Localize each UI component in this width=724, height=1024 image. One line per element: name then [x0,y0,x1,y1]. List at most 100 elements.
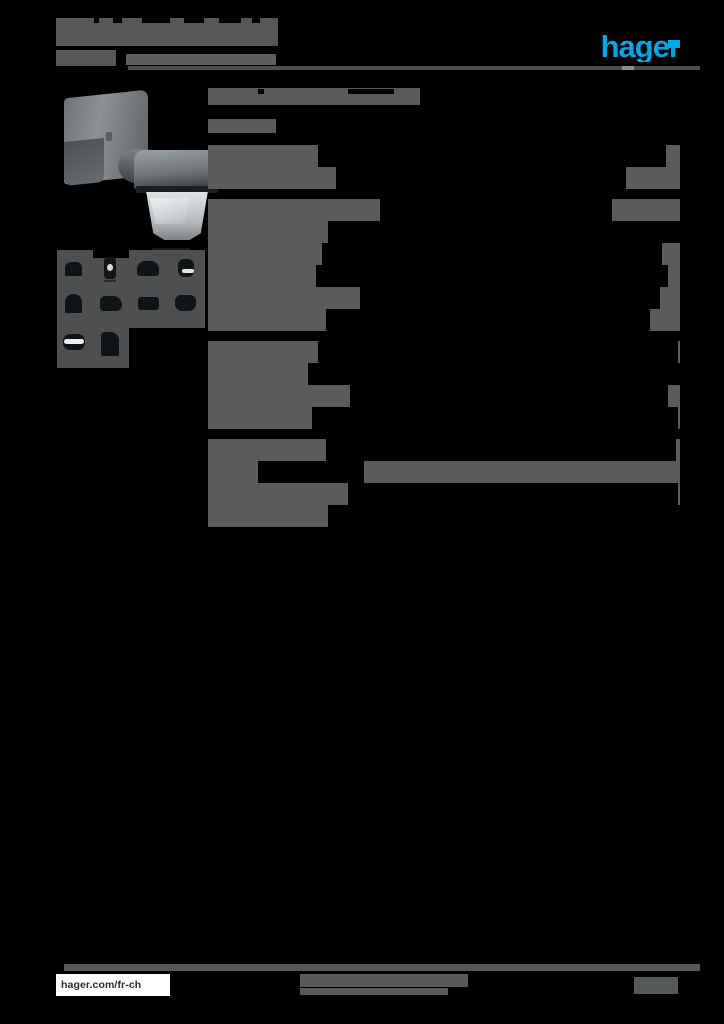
table-row-value [308,363,680,385]
footer-note-secondary [300,988,448,995]
pictogram-9 [62,332,88,356]
header-divider [56,66,700,70]
pictogram-5-glyph [65,294,82,313]
table-row-value [328,221,724,243]
page-subtitle [56,50,116,70]
product-backplate-screw [106,132,112,141]
table-row-label [208,170,266,185]
divider-gap [56,66,128,70]
spec-block-3 [208,341,680,429]
pictogram-7 [137,296,163,320]
title-notch-2 [113,18,122,23]
pictogram-10 [99,331,125,356]
table-row [208,265,680,287]
pictogram-3 [136,258,162,282]
hager-logo: hager [600,32,680,62]
spec-heading-notch-1 [258,89,264,94]
table-row [208,461,680,483]
table-row-label [208,246,272,261]
pictogram-1 [62,258,88,282]
table-row-label [208,486,270,501]
footer-page-number-cut [634,972,678,977]
table-row [208,167,680,189]
table-row [208,145,680,167]
spec-subheading [208,119,276,133]
pictogram-8-glyph [175,295,196,311]
footer-divider [56,964,700,971]
table-row-label [208,464,264,479]
title-notch-1 [94,18,99,23]
table-row [208,439,680,461]
table-row-value [326,309,650,331]
table-row-value [380,199,612,221]
product-image [56,88,220,254]
table-row-value [322,243,662,265]
table-row [208,221,724,243]
footer-divider-gap [56,964,64,971]
footer-note [300,974,468,987]
pictogram-2 [98,256,124,282]
table-row-value [316,265,668,287]
table-row-label [208,312,258,327]
table-row-label [208,442,252,457]
table-row-label [208,508,246,523]
pictogram-5 [62,292,88,316]
table-row-label [208,148,280,163]
pictogram-4 [175,257,201,281]
title-notch-6 [252,18,260,23]
table-row [208,407,680,429]
table-row [208,363,680,385]
table-row-value [258,461,364,483]
title-notch-4 [184,18,204,23]
pictogram-10-glyph [101,332,119,356]
pictogram-6 [99,294,125,318]
pictogram-4-bar [182,269,194,273]
table-row-value [326,439,676,461]
table-row-value [312,407,678,429]
footer-page-number [634,972,678,994]
pictogram-8 [174,293,200,317]
page-header: hager [56,16,680,70]
spec-body [208,145,724,527]
pictogram-9-bar [64,339,84,344]
table-row-label [208,366,268,381]
pictogram-panel-notch [93,250,129,258]
table-row [208,287,680,309]
product-lens-highlight [150,198,190,224]
table-row-label [208,410,256,425]
table-row-value [348,483,678,505]
table-row-label [208,268,254,283]
pictogram-2-dot [107,264,113,271]
table-row [208,199,680,221]
spec-heading-notch-2 [348,89,394,94]
table-row-label [208,202,274,217]
pictogram-3-glyph [137,261,159,276]
pictogram-7-glyph [138,297,159,310]
pictogram-2-base [104,280,116,282]
table-row [208,243,680,265]
logo-accent [668,40,680,48]
table-row-value [318,341,678,363]
pictogram-4-glyph [178,259,194,277]
spec-heading-notch-3 [440,89,456,94]
spec-block-1 [208,145,680,189]
specification-table [208,88,724,537]
table-row-label [208,388,262,403]
spec-block-2 [208,199,724,331]
table-row-value [318,145,666,167]
spec-block-4 [208,439,680,527]
footer-url[interactable]: hager.com/fr-ch [56,974,170,996]
table-row-value [350,385,668,407]
table-row-value [336,167,626,189]
table-row-label [208,290,266,305]
product-backplate-shadow [64,137,104,187]
table-row [208,505,680,527]
table-row [208,309,680,331]
title-notch-3 [142,18,170,23]
pictogram-6-glyph [100,296,122,311]
page-subtitle-secondary [126,54,276,65]
product-band [136,186,218,193]
table-row-value [328,505,680,527]
pictogram-1-glyph [65,262,82,276]
